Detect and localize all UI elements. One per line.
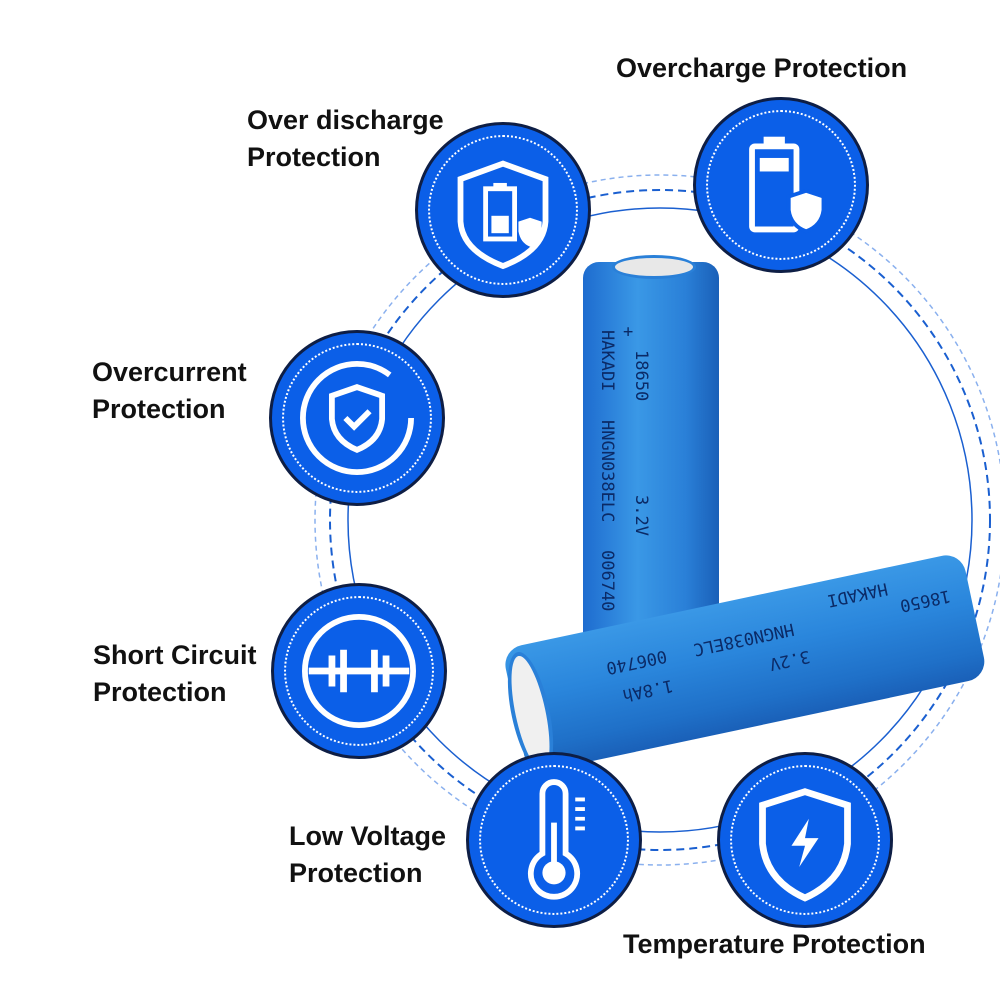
label-line: Over discharge [247,105,444,135]
label-line: Protection [92,394,226,424]
temperature-label: Temperature Protection [623,926,926,963]
label-line: Temperature Protection [623,929,926,959]
battery-shield-icon [749,136,826,234]
short-circuit-badge [271,583,447,759]
battery-voltage: 3.2V [631,495,651,536]
label-line: Overcurrent [92,357,247,387]
over-discharge-badge [415,122,591,298]
thermometer-icon [527,779,585,900]
shield-lightning-icon [759,788,851,902]
label-line: Protection [93,677,227,707]
battery-model: 18650 [631,350,651,402]
battery-code: HNGN038ELC [597,420,617,523]
battery-serial-2: 006740 [604,645,669,678]
label-line: Overcharge Protection [616,53,908,83]
short-circuit-icon [302,614,416,728]
label-line: Protection [247,142,381,172]
temperature-badge [717,752,893,928]
shield-check-icon [300,361,414,475]
overcharge-badge [693,97,869,273]
label-line: Protection [289,858,423,888]
low-voltage-badge [466,752,642,928]
label-line: Low Voltage [289,821,447,851]
overcharge-label: Overcharge Protection [616,50,907,87]
battery-serial: 006740 [597,550,617,612]
battery-brand: HAKADI [597,330,617,392]
overcurrent-badge [269,330,445,506]
battery-plus: + [623,322,634,342]
label-line: Short Circuit [93,640,257,670]
battery-model-2: 18650 [898,585,953,616]
